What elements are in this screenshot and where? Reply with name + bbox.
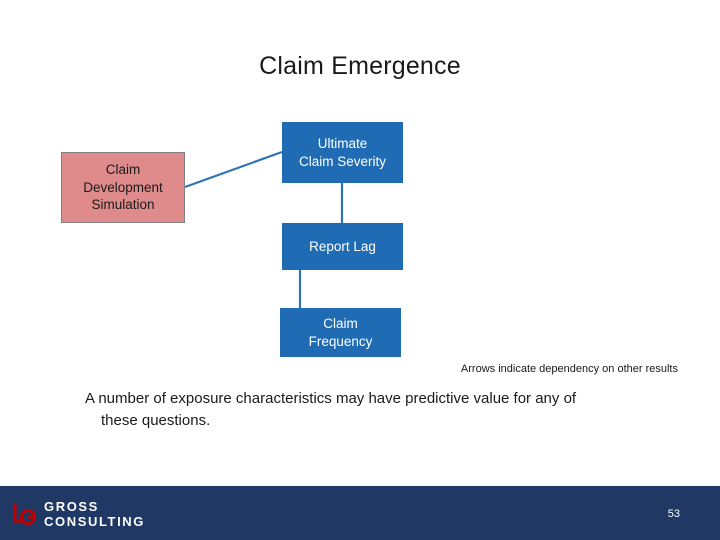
footer-bar	[0, 486, 720, 540]
body-text: A number of exposure characteristics may…	[85, 388, 655, 432]
body-text-line1: A number of exposure characteristics may…	[85, 390, 577, 407]
body-text-line2: these questions.	[101, 411, 211, 429]
page-title: Claim Emergence	[259, 52, 461, 80]
footer-logo: GROSS CONSULTING	[12, 499, 192, 529]
footer-logo-text: GROSS CONSULTING	[44, 499, 145, 529]
page-number: 53	[667, 508, 680, 520]
box-report-lag: Report Lag	[282, 223, 403, 270]
arrow-note: Arrows indicate dependency on other resu…	[460, 363, 678, 375]
box-report-lag-label: Report Lag	[309, 238, 376, 254]
gross-consulting-logo-icon	[12, 501, 38, 527]
